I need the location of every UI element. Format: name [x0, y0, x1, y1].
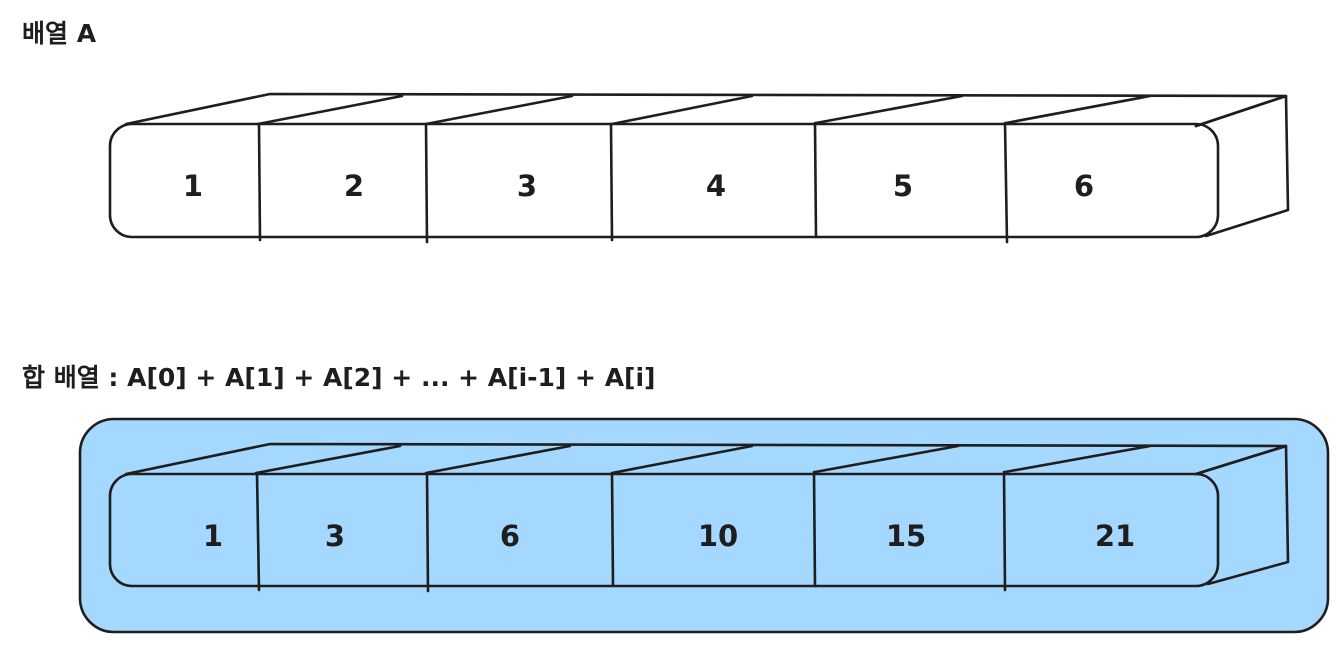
prefix-sum-title: 합 배열 : A[0] + A[1] + A[2] + ... + A[i-1]…: [22, 363, 655, 392]
prefix-sum-cell-value: 1: [203, 519, 223, 553]
array-a: 1 2 3 4 5 6: [108, 92, 1290, 244]
array-a-side-face: [1194, 94, 1290, 238]
prefix-sum-cell-value: 3: [325, 519, 345, 553]
array-a-cell-value: 2: [344, 169, 364, 203]
array-a-title: 배열 A: [22, 19, 97, 48]
array-a-front-face: [108, 122, 1220, 239]
array-a-cell-value: 6: [1074, 169, 1094, 203]
prefix-sum-side-face: [1194, 444, 1290, 586]
prefix-sum-top-dividers: [254, 444, 1152, 475]
prefix-sum-cell-value: 15: [886, 519, 926, 553]
array-a-cell-value: 4: [706, 169, 726, 203]
prefix-sum-front-face: [108, 472, 1220, 588]
array-a-cell-value: 5: [893, 169, 913, 203]
prefix-sum-cell-value: 21: [1095, 519, 1135, 553]
array-a-cell-value: 1: [183, 169, 203, 203]
array-a-top-dividers: [256, 94, 1152, 126]
array-a-cell-value: 3: [517, 169, 537, 203]
array-a-top-face: [124, 92, 1288, 128]
array-a-cell-dividers: [257, 121, 1009, 244]
prefix-sum-cell-value: 6: [500, 519, 520, 553]
highlight-background: [78, 417, 1330, 634]
prefix-sum-cell-dividers: [255, 470, 1007, 593]
prefix-sum-array: 1 3 6 10 15 21: [78, 417, 1330, 634]
prefix-sum-cell-value: 10: [698, 519, 738, 553]
